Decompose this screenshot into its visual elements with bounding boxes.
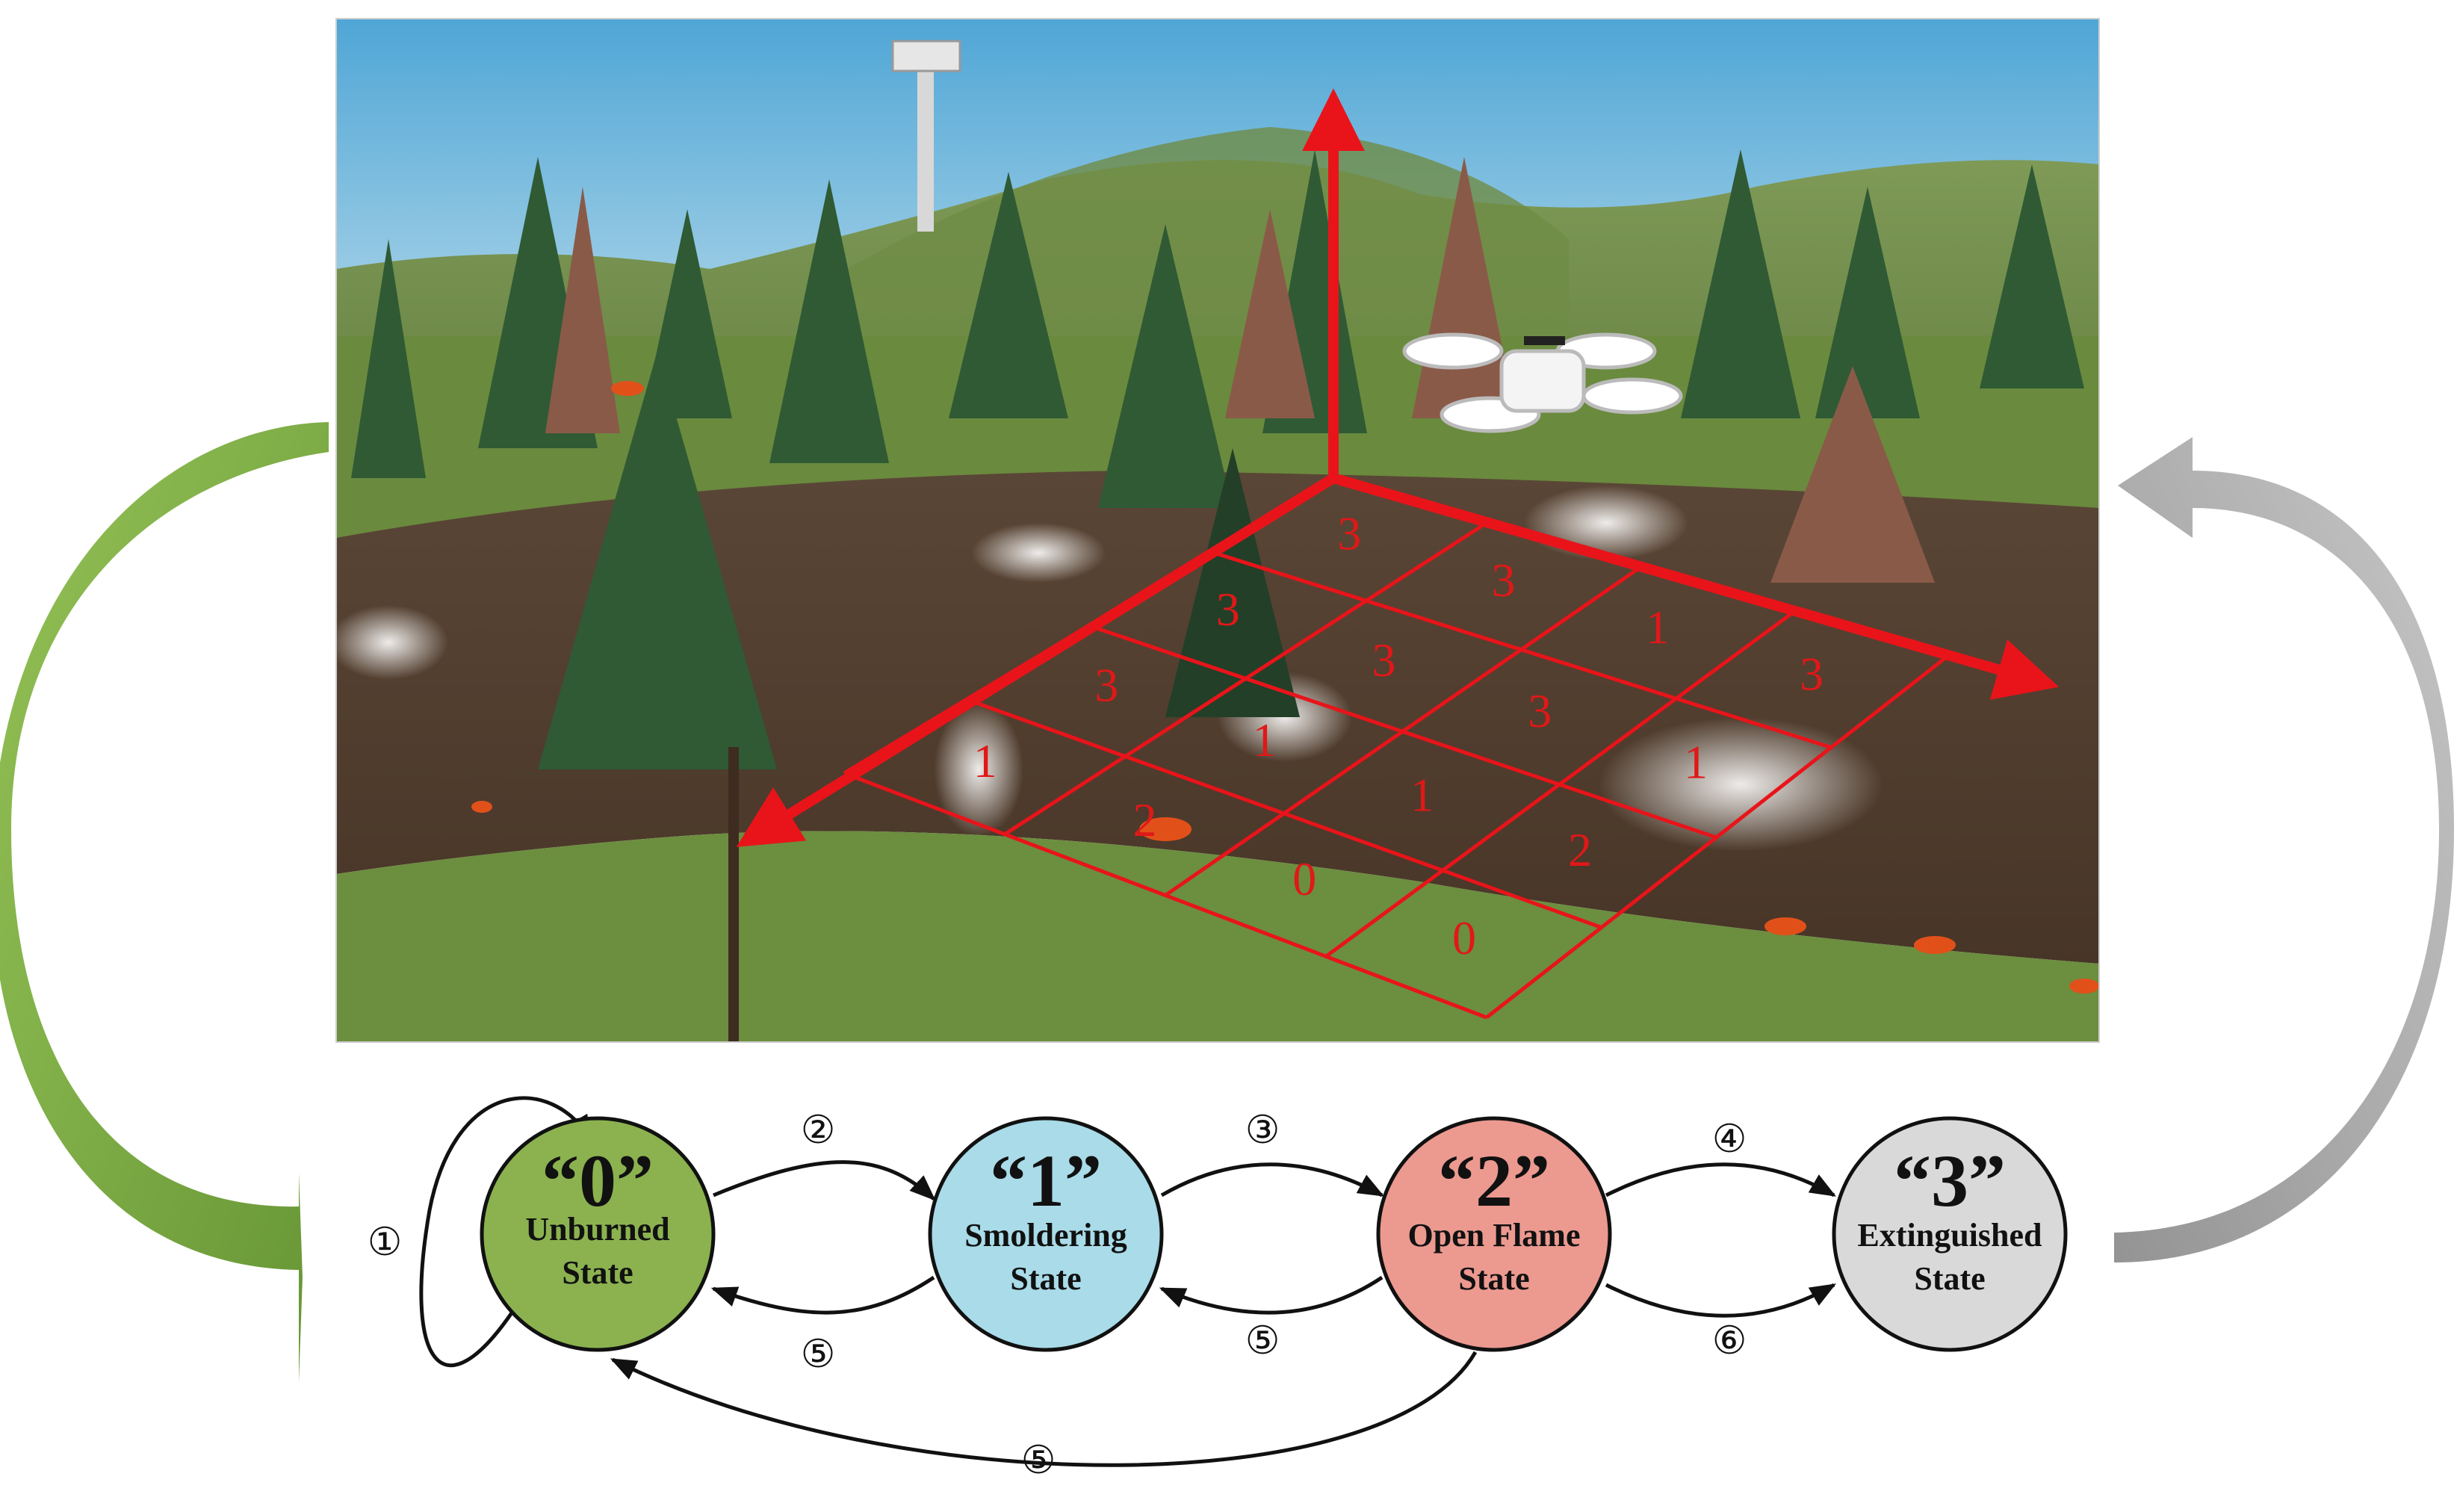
state-2-number: “2” xyxy=(1438,1139,1550,1222)
green-feedback-arrow xyxy=(0,422,329,1382)
grid-line-u3 xyxy=(1324,610,1794,958)
state-2-label-1: Open Flame xyxy=(1408,1217,1581,1254)
grid-cell-value: 3 xyxy=(1372,633,1396,687)
transition-edges xyxy=(419,1096,1837,1467)
state-2-label-2: State xyxy=(1458,1260,1529,1297)
grid-cell-value: 3 xyxy=(1528,684,1552,737)
grid-cell-value: 3 xyxy=(1216,583,1240,636)
label-t5c: ⑤ xyxy=(1021,1440,1056,1482)
grid-cell-value: 3 xyxy=(1492,554,1516,607)
embers xyxy=(471,381,2099,994)
label-t1: ① xyxy=(368,1221,403,1264)
grid-cell-value: 3 xyxy=(1337,506,1361,560)
state-1-label-1: Smoldering xyxy=(964,1217,1127,1254)
edge-2-to-0 xyxy=(610,1351,1478,1467)
grid-line-v3 xyxy=(1210,550,1832,749)
state-0-label-2: State xyxy=(562,1254,633,1291)
edge-0-to-1 xyxy=(713,1160,936,1201)
state-node-0: “0” Unburned State xyxy=(480,1116,716,1352)
grid-cell-value: 2 xyxy=(1133,793,1157,846)
state-1-number: “1” xyxy=(990,1139,1102,1222)
forest-scene xyxy=(335,18,2100,1043)
grid-cell-value: 0 xyxy=(1452,911,1476,964)
state-3-number: “3” xyxy=(1894,1139,2006,1222)
grid-cell-value: 1 xyxy=(973,734,997,787)
edge-2-to-3 xyxy=(1605,1162,1837,1197)
state-0-label-1: Unburned xyxy=(525,1211,669,1248)
grid-cell-value: 3 xyxy=(1094,658,1118,711)
label-t3: ③ xyxy=(1245,1109,1280,1152)
edge-self-loop-0 xyxy=(419,1096,592,1368)
edge-1-to-2 xyxy=(1160,1162,1385,1197)
x-axis xyxy=(1332,473,2060,700)
state-node-3: “3” Extinguished State xyxy=(1832,1116,2068,1352)
y-axis xyxy=(736,474,1336,847)
state-node-1: “1” Smoldering State xyxy=(928,1116,1164,1352)
state-node-2: “2” Open Flame State xyxy=(1376,1116,1612,1352)
state-nodes: “0” Unburned State “1” Smoldering State … xyxy=(480,1116,2068,1352)
coordinate-axes xyxy=(736,88,2060,847)
label-t2: ② xyxy=(801,1109,836,1152)
grid-cell-value: 1 xyxy=(1646,601,1670,654)
gray-feedback-arrow xyxy=(2114,437,2454,1262)
label-t4: ④ xyxy=(1712,1118,1747,1161)
drone xyxy=(1402,332,1683,433)
grid-cell-value: 2 xyxy=(1568,823,1592,876)
edge-2-to-1 xyxy=(1159,1275,1384,1315)
grid-cell-value: 1 xyxy=(1253,713,1277,766)
state-0-number: “0” xyxy=(542,1139,654,1222)
radio-tower xyxy=(891,40,961,232)
grid-line-v2 xyxy=(1088,624,1717,840)
edge-1-to-0 xyxy=(710,1275,935,1315)
grid-cell-value: 3 xyxy=(1800,648,1824,701)
label-t5a: ⑤ xyxy=(801,1333,836,1376)
state-3-label-2: State xyxy=(1914,1260,1985,1297)
transition-labels: ① ② ③ ④ ⑤ ⑤ ⑤ ⑥ xyxy=(368,1109,1747,1482)
state-3-label-1: Extinguished xyxy=(1858,1217,2042,1254)
grid-cell-value: 1 xyxy=(1410,769,1434,822)
foreground-grass xyxy=(336,831,2099,1042)
state-1-label-2: State xyxy=(1010,1260,1081,1297)
grid-line-u4 xyxy=(1485,656,1948,1019)
trees xyxy=(351,149,2084,769)
label-t6: ⑥ xyxy=(1712,1320,1747,1363)
grid-cell-value: 0 xyxy=(1292,852,1316,905)
grid-cell-value: 1 xyxy=(1684,735,1708,788)
label-t5b: ⑤ xyxy=(1245,1320,1280,1363)
edge-2-to-3-alt xyxy=(1605,1283,1837,1318)
